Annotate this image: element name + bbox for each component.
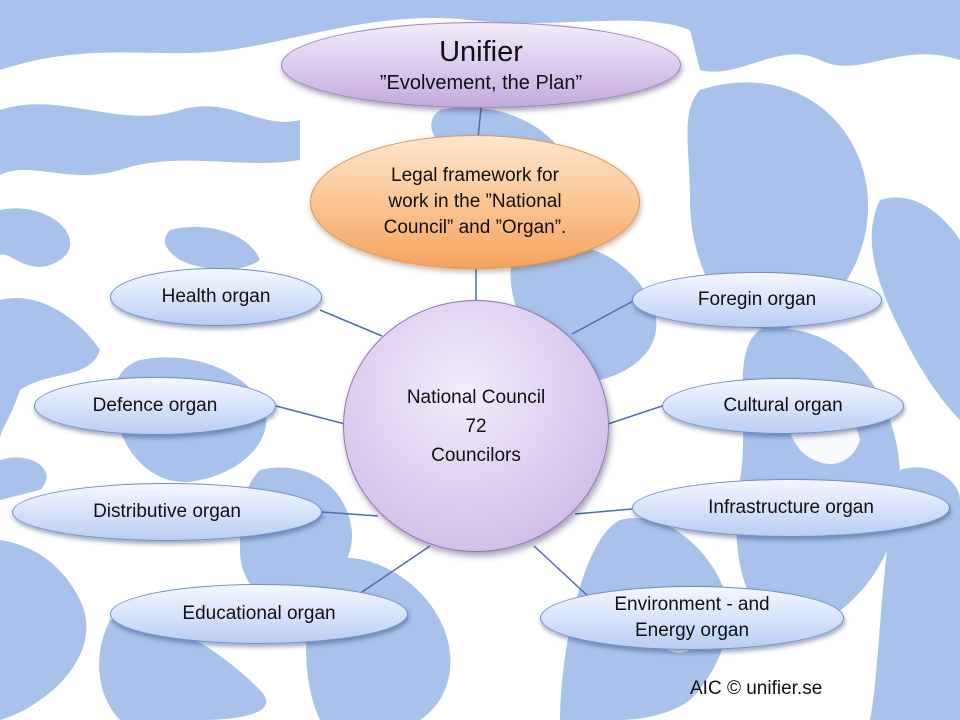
link-educational	[361, 545, 431, 593]
educational-organ-node: Educational organ	[110, 584, 408, 644]
cultural-organ-label: Cultural organ	[723, 395, 843, 416]
framework-line-1: Legal framework for	[391, 165, 559, 186]
environment-organ-line-1: Environment - and	[614, 594, 770, 615]
framework-line-3: Council” and ”Organ”.	[383, 217, 567, 238]
unifier-title: Unifier	[439, 36, 523, 68]
environment-energy-organ-node: Environment - and Energy organ	[540, 586, 844, 650]
distributive-organ-label: Distributive organ	[93, 501, 241, 522]
environment-organ-line-2: Energy organ	[634, 620, 750, 641]
link-environment	[533, 545, 591, 599]
unifier-node: Unifier ”Evolvement, the Plan”	[281, 22, 681, 108]
health-organ-node: Health organ	[110, 268, 322, 326]
infrastructure-organ-node: Infrastructure organ	[632, 479, 950, 537]
national-council-node: National Council 72 Councilors	[343, 300, 609, 552]
copyright-text: AIC © unifier.se	[690, 678, 823, 699]
link-health	[319, 309, 383, 337]
link-unifier-framework	[477, 107, 482, 139]
link-distributive	[321, 511, 379, 517]
health-organ-label: Health organ	[161, 286, 271, 307]
legal-framework-node: Legal framework for work in the ”Nationa…	[310, 135, 640, 269]
foreign-organ-label: Foregin organ	[697, 289, 817, 310]
infrastructure-organ-label: Infrastructure organ	[708, 497, 874, 518]
council-line-2: 72	[465, 415, 487, 437]
unifier-subtitle: ”Evolvement, the Plan”	[379, 72, 583, 94]
link-foreign	[571, 299, 636, 335]
framework-line-2: work in the ”National	[388, 191, 562, 212]
defence-organ-node: Defence organ	[34, 377, 276, 435]
educational-organ-label: Educational organ	[182, 603, 336, 624]
cultural-organ-node: Cultural organ	[662, 378, 904, 434]
link-cultural	[607, 405, 663, 425]
link-defence	[275, 405, 346, 425]
council-line-1: National Council	[406, 386, 546, 408]
link-infrastructure	[574, 508, 633, 515]
distributive-organ-node: Distributive organ	[12, 483, 322, 541]
defence-organ-label: Defence organ	[92, 395, 218, 416]
foreign-organ-node: Foregin organ	[632, 272, 882, 328]
council-line-3: Councilors	[431, 444, 521, 466]
